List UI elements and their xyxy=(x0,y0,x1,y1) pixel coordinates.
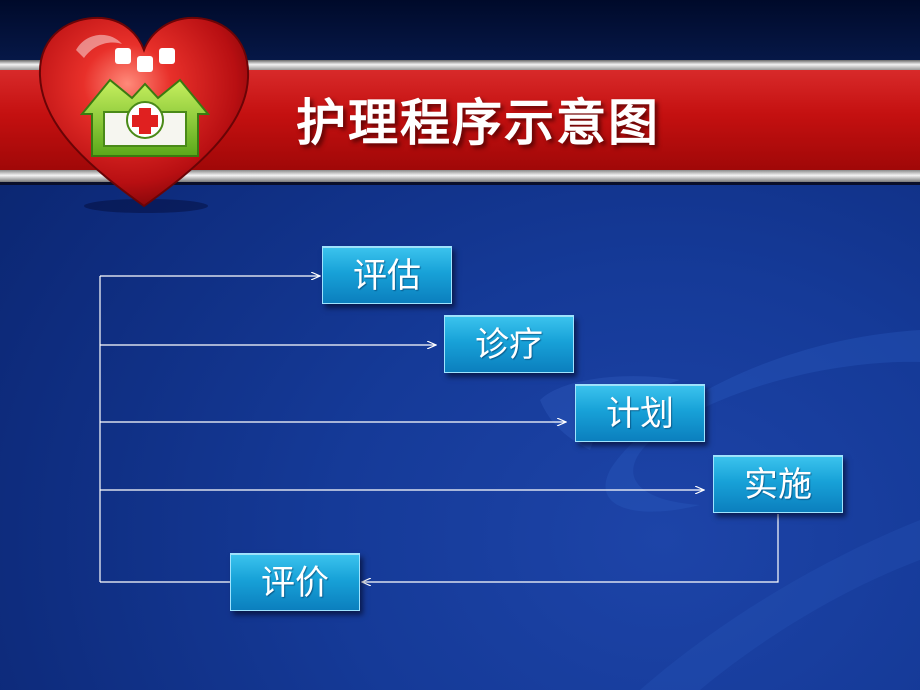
step-box-assessment: 评估 xyxy=(322,246,452,304)
connector-step-4-to-step-5 xyxy=(362,514,779,582)
heart-house-logo-icon xyxy=(38,16,250,213)
step-label: 评估 xyxy=(353,256,421,296)
step-box-diagnosis: 诊疗 xyxy=(444,315,574,373)
step-box-planning: 计划 xyxy=(575,384,705,442)
step-label: 计划 xyxy=(606,394,674,434)
step-label: 评价 xyxy=(261,563,329,603)
header-dark-line xyxy=(0,182,920,185)
step-label: 实施 xyxy=(744,465,812,505)
step-box-evaluation: 评价 xyxy=(230,553,360,611)
header-silver-stripe-top xyxy=(0,60,920,70)
step-box-implementation: 实施 xyxy=(713,455,843,513)
header-silver-stripe-bottom xyxy=(0,170,920,182)
step-label: 诊疗 xyxy=(475,325,543,365)
slide-title: 护理程序示意图 xyxy=(296,94,660,152)
